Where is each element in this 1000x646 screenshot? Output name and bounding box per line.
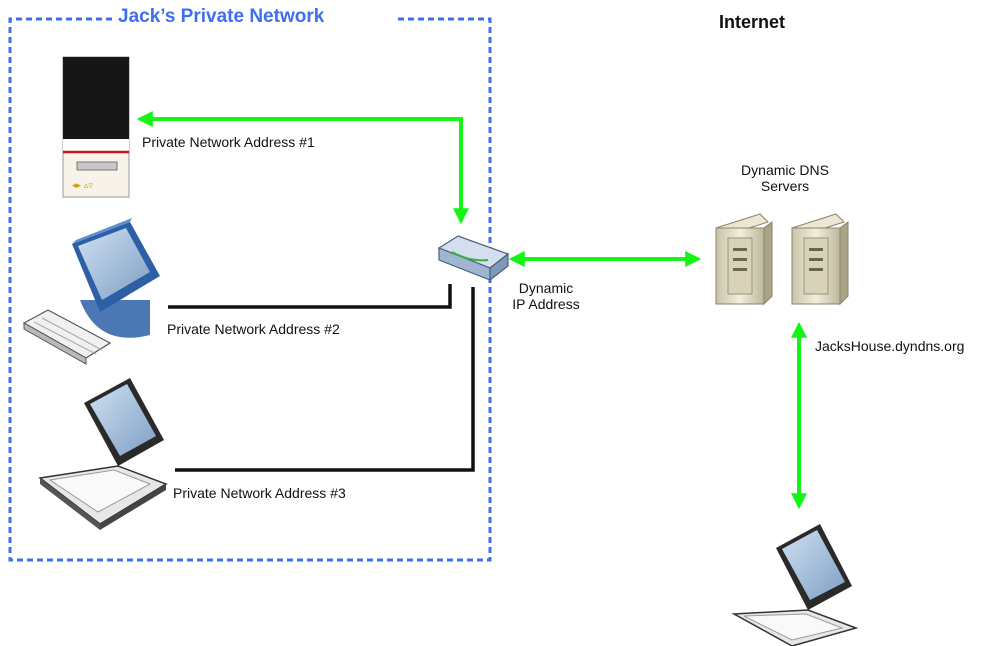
laptop-icon bbox=[38, 378, 168, 530]
server-tower-icon bbox=[791, 213, 849, 306]
dns-servers-label: Dynamic DNS Servers bbox=[715, 162, 855, 194]
link-router-nas bbox=[136, 111, 469, 225]
green-links bbox=[136, 111, 807, 510]
wire-laptop bbox=[175, 287, 475, 472]
desktop-computer-icon bbox=[72, 218, 160, 338]
wire-desktop bbox=[168, 284, 452, 309]
router-label-line2: IP Address bbox=[512, 296, 580, 312]
server-tower-icon bbox=[715, 213, 773, 306]
router-icon bbox=[437, 235, 510, 282]
dns-servers-label-line1: Dynamic DNS bbox=[741, 162, 829, 178]
internet-title: Internet bbox=[719, 12, 786, 32]
hostname-label: JacksHouse.dyndns.org bbox=[815, 338, 965, 354]
svg-text:◂▸ ▵▿: ◂▸ ▵▿ bbox=[72, 181, 93, 191]
device-label-laptop: Private Network Address #3 bbox=[173, 485, 346, 501]
laptop-icon bbox=[731, 524, 859, 646]
private-network-boundary bbox=[8, 17, 492, 562]
keyboard-icon bbox=[22, 309, 112, 365]
private-network-title: Jack’s Private Network bbox=[118, 6, 325, 27]
router-label: Dynamic IP Address bbox=[496, 280, 596, 312]
router-label-line1: Dynamic bbox=[518, 280, 574, 296]
wired-connections bbox=[168, 284, 475, 472]
nas-icon: ◂▸ ▵▿ bbox=[62, 56, 130, 198]
device-label-nas: Private Network Address #1 bbox=[142, 134, 315, 150]
device-label-desktop: Private Network Address #2 bbox=[167, 321, 340, 337]
dns-servers-label-line2: Servers bbox=[760, 178, 810, 194]
